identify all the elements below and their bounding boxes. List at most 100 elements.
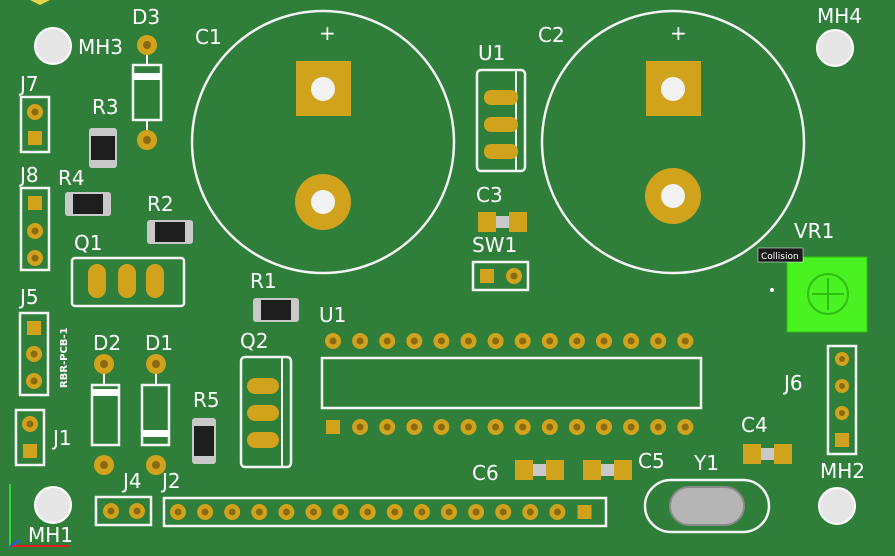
diode-d3[interactable]: D3 [131,5,163,150]
mh4-label: MH4 [817,4,862,28]
mounting-hole-mh2[interactable]: MH2 [818,459,865,525]
j2-pad-hole [526,508,534,516]
c4-label: C4 [741,413,768,437]
resistor-r1[interactable]: R1 [250,269,299,322]
connector-j1[interactable]: J1 [14,408,72,467]
r3-label: R3 [92,95,119,119]
j2-pad-hole [337,508,345,516]
ic-pad-hole [546,337,554,345]
potentiometer-vr1[interactable]: VR1 [770,219,868,333]
j2-pad-hole [364,508,372,516]
ic-pad-hole [600,337,608,345]
collision-tooltip: Collision [757,247,804,263]
capacitor-c6[interactable]: C6 [472,460,564,485]
ic-pad-hole [492,337,500,345]
j2-pad-hole [228,508,236,516]
c2-plus-mark: + [670,21,687,45]
j1-label: J1 [51,426,72,450]
ic-pad-hole [329,337,337,345]
axis-triad-icon [9,484,70,547]
ic-pad-hole [465,423,472,431]
crystal-y1[interactable]: Y1 [643,451,771,534]
d3-label: D3 [132,5,160,29]
ic-pad-hole [654,337,662,345]
j5-label: J5 [18,285,39,309]
vr1-label: VR1 [794,219,834,243]
j2-label: J2 [160,469,181,493]
j7-label: J7 [18,72,39,96]
ic-pad-hole [356,337,364,345]
mounting-hole-mh4[interactable]: MH4 [816,4,862,67]
resistor-r2[interactable]: R2 [147,192,193,244]
mounting-hole-mh3[interactable]: MH3 [34,27,123,65]
mh3-label: MH3 [78,35,123,59]
ic-pad-hole [410,337,418,345]
connector-j4[interactable]: J4 [94,469,153,527]
r4-label: R4 [58,166,85,190]
capacitor-c5[interactable]: C5 [583,449,665,480]
j2-pad-hole [282,508,290,516]
j2-pad-hole [418,508,426,516]
connector-j7[interactable]: J7 [18,72,51,154]
j2-pad-hole [445,508,453,516]
ic-pad-hole [465,337,472,345]
sw1-label: SW1 [472,233,517,257]
mounting-hole-mh1[interactable]: MH1 [28,486,73,547]
r1-label: R1 [250,269,277,293]
ic-pad-hole [492,423,500,431]
c2-label: C2 [538,23,565,47]
j8-label: J8 [18,163,39,187]
resistor-r3[interactable]: R3 [89,95,119,168]
viewport-corner-highlight [30,0,50,5]
transistor-q2[interactable]: Q2 [239,329,293,469]
regulator-u1[interactable]: U1 [475,41,527,173]
j2-pad-hole [174,508,182,516]
j2-pad-hole [553,508,561,516]
ic-pad-hole [600,423,608,431]
d1-label: D1 [145,331,173,355]
capacitor-c3[interactable]: C3 [476,183,527,232]
ic-pad [326,420,340,434]
j2-pad-hole [391,508,399,516]
connector-j6[interactable]: J6 [782,344,858,456]
transistor-q1[interactable]: Q1 [70,231,186,308]
j2-pad [577,505,592,519]
u1-regulator-label: U1 [478,41,505,65]
capacitor-c4[interactable]: C4 [741,413,792,464]
ic-pad-hole [383,423,391,431]
ic-pad-hole [573,423,581,431]
c1-plus-mark: + [319,21,336,45]
mh1-label: MH1 [28,523,73,547]
c5-label: C5 [638,449,665,473]
switch-sw1[interactable]: SW1 [471,233,530,292]
ic-pad-hole [654,423,662,431]
ic-pad-hole [410,423,418,431]
ic-pad-hole [681,423,689,431]
ic-pad-hole [681,337,689,345]
capacitor-c2[interactable]: + C2 [538,9,806,275]
connector-j5[interactable]: J5 [18,285,50,397]
ic-pad-hole [519,423,527,431]
ic-pad-hole [437,337,445,345]
c3-label: C3 [476,183,503,207]
diode-d2[interactable]: D2 [90,331,121,475]
r5-label: R5 [193,388,220,412]
board-id-text: RBR-PCB-1 [59,327,70,388]
resistor-r5[interactable]: R5 [192,388,220,464]
ic-u1[interactable]: U1 [319,303,703,435]
ic-pad-hole [437,423,445,431]
j2-pad-hole [201,508,209,516]
y1-label: Y1 [693,451,719,475]
ic-pad-hole [546,423,554,431]
ic-pad-hole [573,337,581,345]
j6-label: J6 [782,371,803,395]
diode-d1[interactable]: D1 [140,331,173,475]
capacitor-c1[interactable]: + C1 [190,9,456,275]
ic-pad-hole [519,337,527,345]
ic-pad-hole [627,423,635,431]
connector-j2[interactable]: J2 [160,469,608,528]
resistor-r4[interactable]: R4 [58,166,111,216]
connector-j8[interactable]: J8 [18,163,51,272]
j2-pad-hole [255,508,263,516]
